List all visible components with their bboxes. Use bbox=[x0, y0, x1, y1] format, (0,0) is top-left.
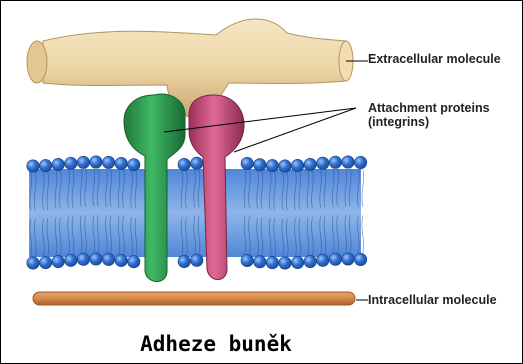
lipid-head bbox=[191, 157, 203, 169]
leader-integrin-pink bbox=[234, 108, 356, 152]
lipid-head bbox=[27, 257, 39, 269]
lipid-head bbox=[241, 157, 253, 169]
lipid-head bbox=[317, 157, 329, 169]
lipid-head bbox=[39, 159, 51, 171]
lipid-head bbox=[52, 255, 64, 267]
lipid-head bbox=[52, 158, 64, 170]
label-extracellular-molecule: Extracellular molecule bbox=[368, 52, 501, 66]
lipid-head bbox=[77, 156, 89, 168]
lipid-head bbox=[279, 160, 291, 172]
lipid-head bbox=[317, 254, 329, 266]
lipid-head bbox=[329, 253, 341, 265]
lipid-head bbox=[291, 256, 303, 268]
lipid-head bbox=[102, 253, 114, 265]
lipid-head bbox=[102, 156, 114, 168]
lipid-head bbox=[115, 157, 127, 169]
lipid-tail bbox=[362, 215, 364, 253]
lipid-head bbox=[354, 253, 366, 265]
lipid-head bbox=[115, 254, 127, 266]
lipid-head bbox=[128, 255, 140, 267]
lipid-head bbox=[354, 156, 366, 168]
lipid-head bbox=[241, 254, 253, 266]
lipid-tail bbox=[362, 169, 364, 207]
lipid-head bbox=[39, 256, 51, 268]
label-intracellular-molecule: Intracellular molecule bbox=[368, 293, 497, 307]
lipid-head bbox=[178, 158, 190, 170]
lipid-head bbox=[254, 159, 266, 171]
caption: Adheze buněk bbox=[1, 332, 431, 356]
lipid-head bbox=[65, 254, 77, 266]
lipid-head bbox=[266, 159, 278, 171]
label-attachment-line1: Attachment proteins bbox=[368, 101, 490, 115]
lipid-head bbox=[178, 255, 190, 267]
label-attachment-proteins: Attachment proteins (integrins) bbox=[368, 101, 490, 129]
lipid-head bbox=[77, 253, 89, 265]
extracellular-molecule-left-end bbox=[27, 41, 47, 83]
lipid-head bbox=[304, 158, 316, 170]
lipid-head bbox=[279, 257, 291, 269]
lipid-head bbox=[90, 253, 102, 265]
lipid-head bbox=[304, 255, 316, 267]
lipid-head bbox=[191, 254, 203, 266]
lipid-head bbox=[342, 253, 354, 265]
lipid-head bbox=[90, 156, 102, 168]
lipid-head bbox=[27, 160, 39, 172]
lipid-head bbox=[329, 156, 341, 168]
lipid-head bbox=[291, 159, 303, 171]
lipid-head bbox=[254, 256, 266, 268]
lipid-head bbox=[128, 158, 140, 170]
lipid-head bbox=[65, 157, 77, 169]
lipid-head bbox=[342, 156, 354, 168]
label-attachment-line2: (integrins) bbox=[368, 115, 490, 129]
lipid-head bbox=[266, 256, 278, 268]
intracellular-molecule bbox=[33, 292, 355, 305]
